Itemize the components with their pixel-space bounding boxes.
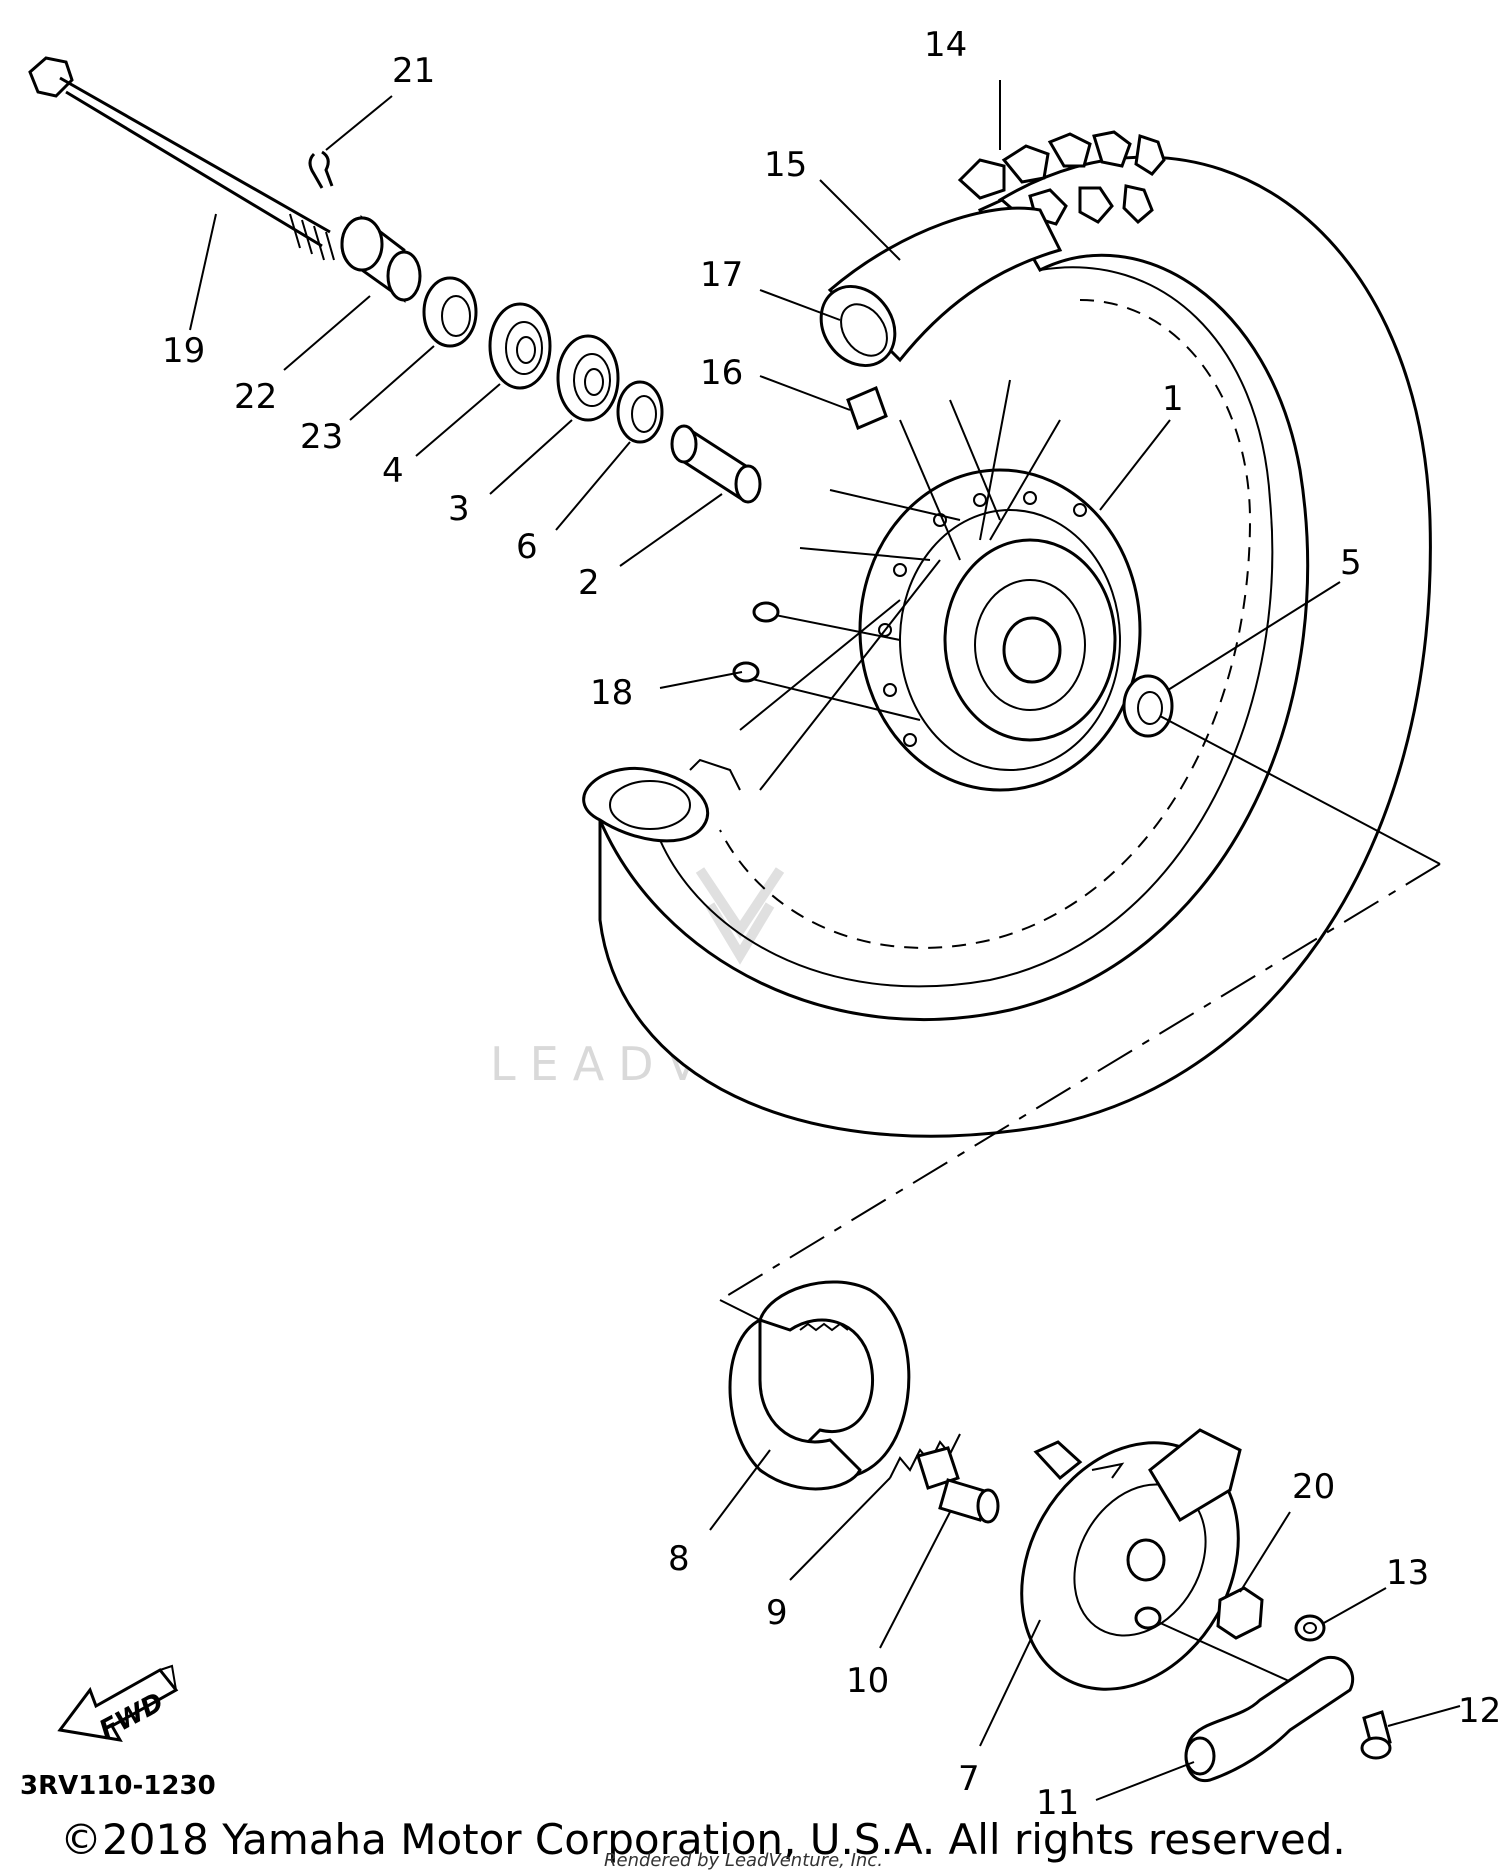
rim	[582, 758, 741, 843]
inner-tube	[819, 206, 1063, 368]
part-labels: 1 2 3 4 5 6 7 8 9 10 11 12 13 14 15 16 1…	[162, 25, 1500, 1823]
part-label-7: 7	[958, 1759, 980, 1799]
part-label-3: 3	[448, 489, 470, 529]
diagram-code: 3RV110-1230	[20, 1771, 216, 1801]
brake-camshaft	[916, 1446, 1000, 1524]
part-label-5: 5	[1340, 543, 1362, 583]
spacer	[670, 424, 762, 504]
part-label-20: 20	[1292, 1467, 1335, 1507]
spoke-nipples	[732, 601, 780, 683]
part-label-15: 15	[764, 145, 807, 185]
part-label-22: 22	[234, 377, 277, 417]
part-label-4: 4	[382, 451, 404, 491]
seal-small	[616, 380, 664, 444]
fwd-arrow-icon: FWD	[57, 1664, 179, 1746]
part-label-18: 18	[590, 673, 633, 713]
part-label-16: 16	[700, 353, 743, 393]
part-label-14: 14	[924, 25, 967, 65]
hex-nut	[1294, 1614, 1326, 1642]
bearing-left	[488, 302, 552, 390]
collar	[340, 214, 422, 303]
brake-shoe-plate	[1020, 1428, 1242, 1691]
part-label-11: 11	[1036, 1783, 1079, 1823]
leader-lines	[189, 80, 1461, 1801]
part-label-19: 19	[162, 331, 205, 371]
center-line	[719, 715, 1441, 1321]
lever-bolt	[1360, 1710, 1392, 1760]
castle-nut	[1216, 1586, 1264, 1640]
cotter-pin	[308, 150, 334, 189]
hub-spoke-holes	[878, 491, 1087, 747]
valve-stem	[846, 385, 888, 431]
brake-camshaft-lever	[1157, 1621, 1355, 1783]
bearing-right	[556, 334, 620, 422]
axle	[28, 56, 335, 261]
part-label-21: 21	[392, 51, 435, 91]
part-label-23: 23	[300, 417, 343, 457]
seal-right	[1122, 674, 1174, 738]
spokes	[739, 379, 1061, 791]
part-label-10: 10	[846, 1661, 889, 1701]
part-label-2: 2	[578, 563, 600, 603]
oil-seal	[422, 276, 478, 348]
part-label-12: 12	[1458, 1691, 1500, 1731]
hub	[858, 468, 1142, 792]
part-label-6: 6	[516, 527, 538, 567]
part-label-1: 1	[1162, 379, 1184, 419]
watermark-logo-icon	[695, 867, 785, 965]
copyright-text: ©2018 Yamaha Motor Corporation, U.S.A. A…	[60, 1815, 1346, 1864]
part-label-8: 8	[668, 1539, 690, 1579]
brake-shoes	[728, 1280, 911, 1491]
part-label-13: 13	[1386, 1553, 1429, 1593]
part-label-17: 17	[700, 255, 743, 295]
part-label-9: 9	[766, 1593, 788, 1633]
rendered-by-text: Rendered by LeadVenture, Inc.	[604, 1850, 883, 1870]
